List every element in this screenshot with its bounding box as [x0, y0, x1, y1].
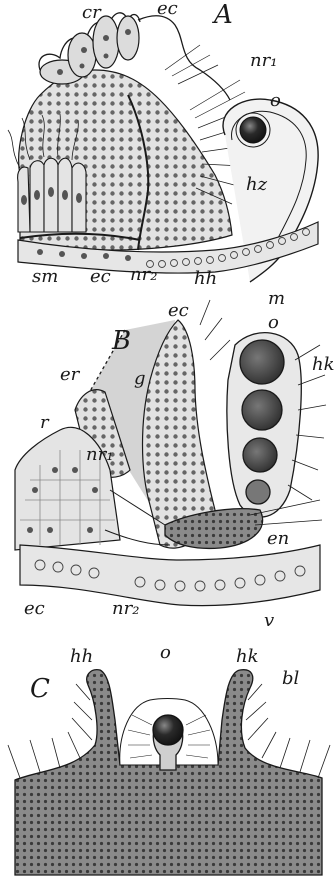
- label-b-nr2: nr₂: [112, 600, 139, 618]
- label-a-nr2: nr₂: [130, 266, 157, 284]
- label-c-bl: bl: [282, 670, 299, 688]
- label-a-nr1: nr₁: [250, 52, 277, 70]
- label-b-v: v: [264, 612, 274, 630]
- label-a-ec-top: ec: [157, 0, 178, 18]
- label-a-m: m: [268, 290, 285, 308]
- label-b-nr1: nr₁: [86, 446, 113, 464]
- panel-letter-a: A: [214, 2, 233, 28]
- label-b-r: r: [40, 414, 49, 432]
- label-a-ec-bottom: ec: [90, 268, 111, 286]
- label-a-cr: cr: [82, 4, 101, 22]
- label-b-ec-top: ec: [168, 302, 189, 320]
- label-b-en: en: [267, 530, 289, 548]
- panel-letter-b: B: [112, 328, 131, 354]
- label-a-sm: sm: [32, 268, 58, 286]
- label-a-o: o: [270, 92, 281, 110]
- panel-b-drawing: [15, 300, 326, 606]
- label-c-hk: hk: [236, 648, 259, 666]
- label-c-hh: hh: [70, 648, 93, 666]
- label-b-er: er: [60, 366, 79, 384]
- label-b-hk: hk: [312, 356, 335, 374]
- label-c-o: o: [160, 644, 171, 662]
- panel-c-drawing: [8, 670, 330, 875]
- label-a-hz: hz: [246, 176, 267, 194]
- label-b-o: o: [268, 314, 279, 332]
- label-b-g: g: [134, 370, 146, 388]
- label-a-hh: hh: [194, 270, 217, 288]
- panel-letter-c: C: [30, 676, 50, 702]
- label-b-ec-bottom: ec: [24, 600, 45, 618]
